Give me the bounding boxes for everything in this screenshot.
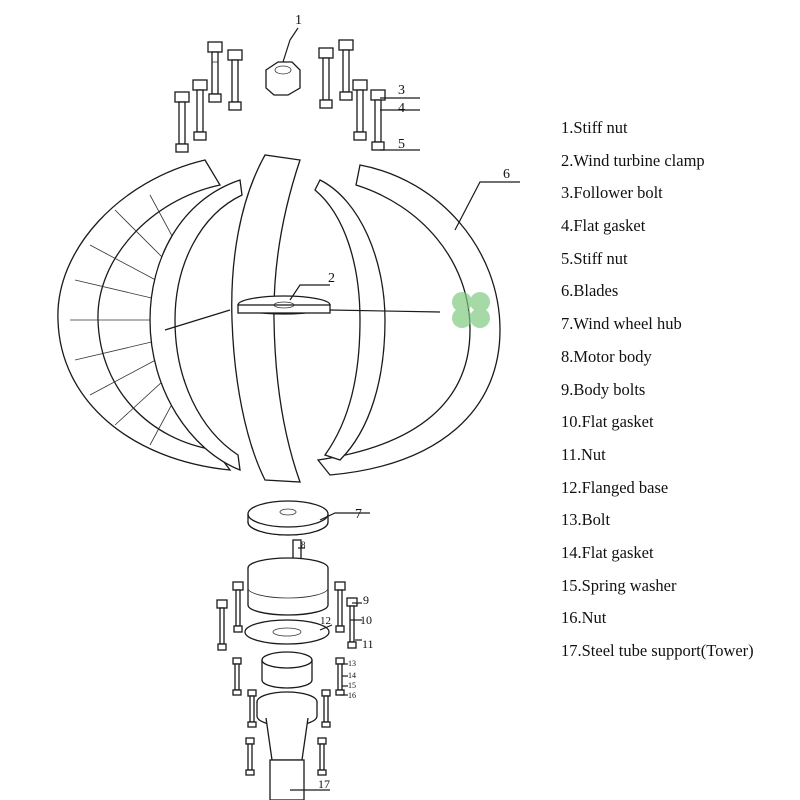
callout-11: 11 xyxy=(362,637,374,651)
parts-list-item: 16.Nut xyxy=(561,608,607,628)
callout-12: 12 xyxy=(320,615,331,627)
callout-9: 9 xyxy=(363,593,369,607)
stiff-nut xyxy=(265,61,301,96)
callout-6: 6 xyxy=(503,167,510,182)
bolt xyxy=(318,47,334,109)
parts-list-item: 4.Flat gasket xyxy=(561,216,646,236)
parts-list-item: 17.Steel tube support(Tower) xyxy=(561,641,754,660)
parts-list-item: 3.Follower bolt xyxy=(561,183,663,203)
blade-left xyxy=(57,159,232,471)
parts-list-item: 14.Flat gasket xyxy=(561,542,654,562)
bolt xyxy=(207,41,223,103)
callout-3: 3 xyxy=(398,83,405,98)
parts-list-item: 2.Wind turbine clamp xyxy=(561,150,705,170)
body-bolt xyxy=(216,599,228,651)
blade-right-inner xyxy=(314,179,386,461)
lower-bolt xyxy=(245,737,255,776)
callout-13: 13 xyxy=(348,659,356,668)
bolt xyxy=(370,89,386,151)
wind-turbine-clamp xyxy=(164,295,441,331)
callout-17: 17 xyxy=(318,777,330,791)
callout-10: 10 xyxy=(360,613,372,627)
lower-bolt xyxy=(232,657,242,696)
blade-assembly xyxy=(57,154,501,483)
bolt xyxy=(192,79,208,141)
callout-5: 5 xyxy=(398,137,405,152)
parts-list-item: 12.Flanged base xyxy=(561,477,669,497)
lower-bolt xyxy=(321,689,331,728)
steel-tube-support xyxy=(256,691,318,800)
callout-4: 4 xyxy=(398,101,405,116)
lower-bolt xyxy=(335,657,345,696)
callout-1: 1 xyxy=(295,13,302,28)
bolt xyxy=(227,49,243,111)
bolt xyxy=(174,91,190,153)
parts-list-item: 8.Motor body xyxy=(561,346,652,366)
parts-list-item: 1.Stiff nut xyxy=(561,118,628,137)
leader-lines xyxy=(282,27,520,791)
body-bolt xyxy=(334,581,346,633)
callout-2: 2 xyxy=(328,271,335,286)
parts-list-item: 7.Wind wheel hub xyxy=(561,314,682,334)
wind-wheel-hub xyxy=(247,500,329,536)
lower-bolt xyxy=(247,689,257,728)
flanged-base xyxy=(244,619,330,689)
parts-list-item: 10.Flat gasket xyxy=(561,412,654,432)
callout-7: 7 xyxy=(355,507,362,522)
callout-14: 14 xyxy=(348,671,356,680)
bolt xyxy=(352,79,368,141)
callout-15: 15 xyxy=(348,681,356,690)
blade-right xyxy=(316,164,501,476)
parts-list-item: 5.Stiff nut xyxy=(561,248,628,268)
parts-list: 1.Stiff nut 2.Wind turbine clamp 3.Follo… xyxy=(561,116,754,672)
parts-list-item: 6.Blades xyxy=(561,281,619,301)
body-bolt xyxy=(346,597,358,649)
lower-bolt xyxy=(317,737,327,776)
blade-center xyxy=(231,154,301,483)
bolt xyxy=(338,39,354,101)
clover-logo-icon xyxy=(452,292,490,328)
callout-labels: 1 3 4 5 6 2 7 8 9 10 11 12 13 14 15 16 1… xyxy=(295,13,510,791)
top-bolt-group xyxy=(174,39,386,153)
parts-list-item: 11.Nut xyxy=(561,444,606,464)
callout-16: 16 xyxy=(348,691,356,700)
parts-list-item: 13.Bolt xyxy=(561,510,611,530)
body-bolt xyxy=(232,581,244,633)
callout-8: 8 xyxy=(301,540,306,550)
motor-body xyxy=(247,539,329,616)
blade-left-inner xyxy=(149,179,243,472)
parts-list-item: 15.Spring washer xyxy=(561,575,677,595)
parts-list-item: 9.Body bolts xyxy=(561,379,646,399)
